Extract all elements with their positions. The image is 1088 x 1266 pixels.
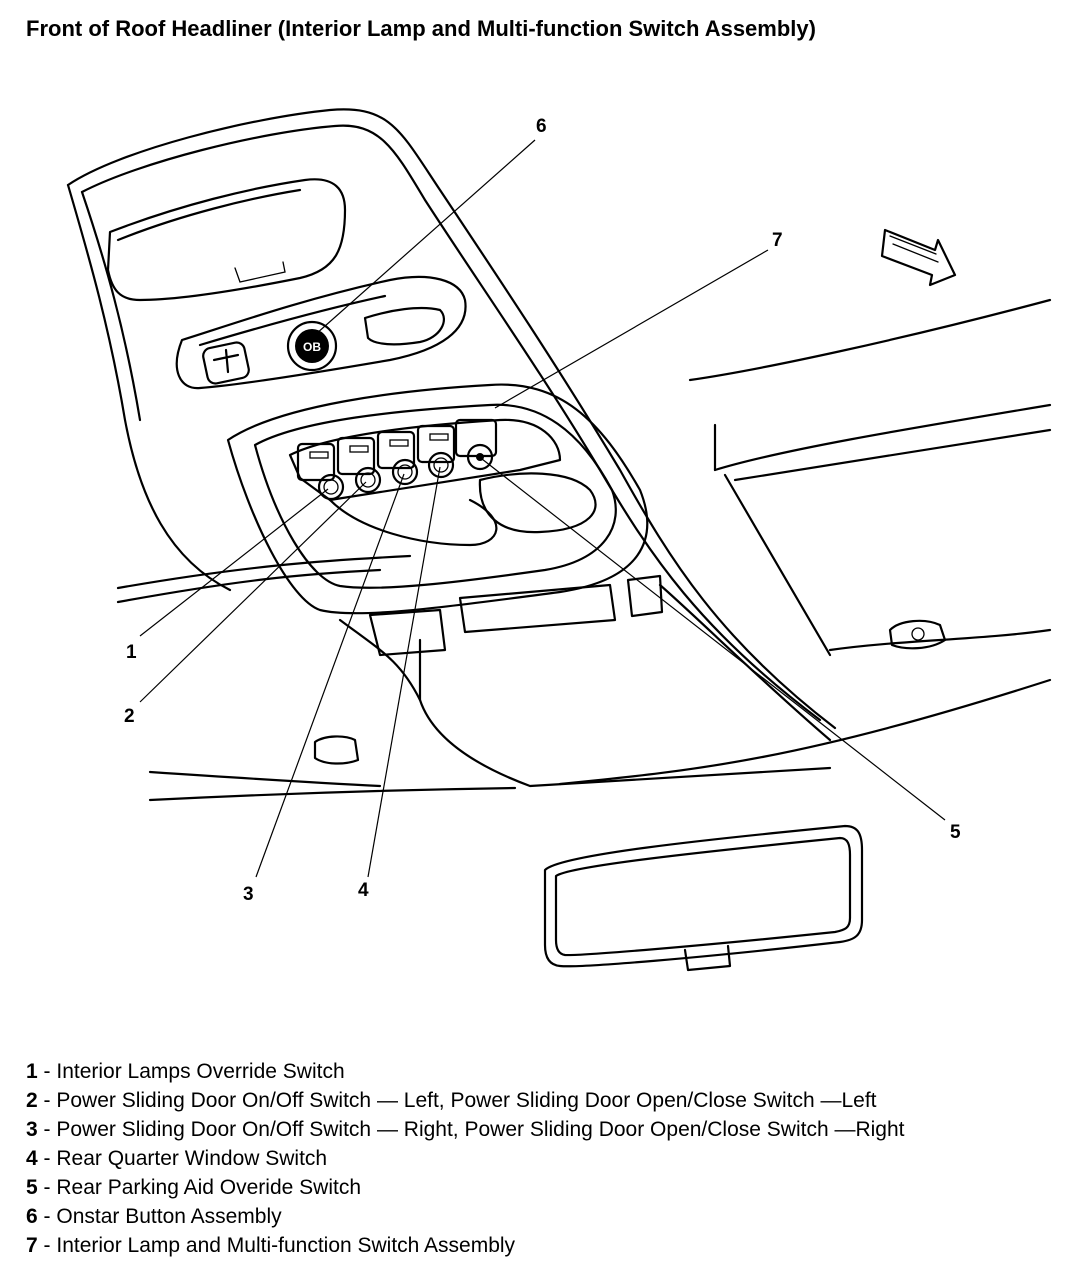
callout-numbers: 6 7 1 2 3 4 5 bbox=[124, 116, 961, 905]
legend-item: 2 - Power Sliding Door On/Off Switch — L… bbox=[26, 1089, 877, 1112]
legend-item: 6 - Onstar Button Assembly bbox=[26, 1205, 282, 1228]
roof-headliner-outline bbox=[116, 298, 1052, 802]
onstar-button-label: OB bbox=[303, 340, 321, 354]
switch-bank bbox=[226, 383, 664, 702]
legend: 1 - Interior Lamps Override Switch 2 - P… bbox=[26, 1057, 905, 1260]
callout-2: 2 bbox=[124, 706, 135, 727]
callout-6: 6 bbox=[536, 116, 547, 137]
callout-7: 7 bbox=[772, 230, 783, 251]
callout-3: 3 bbox=[243, 884, 254, 905]
overhead-console-housing: OB bbox=[66, 108, 837, 730]
forward-arrow-icon bbox=[880, 228, 957, 287]
headliner-clips bbox=[313, 619, 947, 765]
page-title: Front of Roof Headliner (Interior Lamp a… bbox=[26, 16, 816, 41]
legend-item: 5 - Rear Parking Aid Overide Switch bbox=[26, 1176, 361, 1199]
legend-item: 3 - Power Sliding Door On/Off Switch — R… bbox=[26, 1118, 905, 1141]
callout-4: 4 bbox=[358, 880, 369, 901]
callout-5: 5 bbox=[950, 822, 961, 843]
callout-1: 1 bbox=[126, 642, 137, 663]
legend-item: 1 - Interior Lamps Override Switch bbox=[26, 1060, 345, 1083]
callout-leader-lines bbox=[139, 139, 946, 878]
legend-item: 7 - Interior Lamp and Multi-function Swi… bbox=[26, 1234, 516, 1257]
rearview-mirror bbox=[543, 824, 864, 972]
legend-item: 4 - Rear Quarter Window Switch bbox=[26, 1147, 328, 1170]
